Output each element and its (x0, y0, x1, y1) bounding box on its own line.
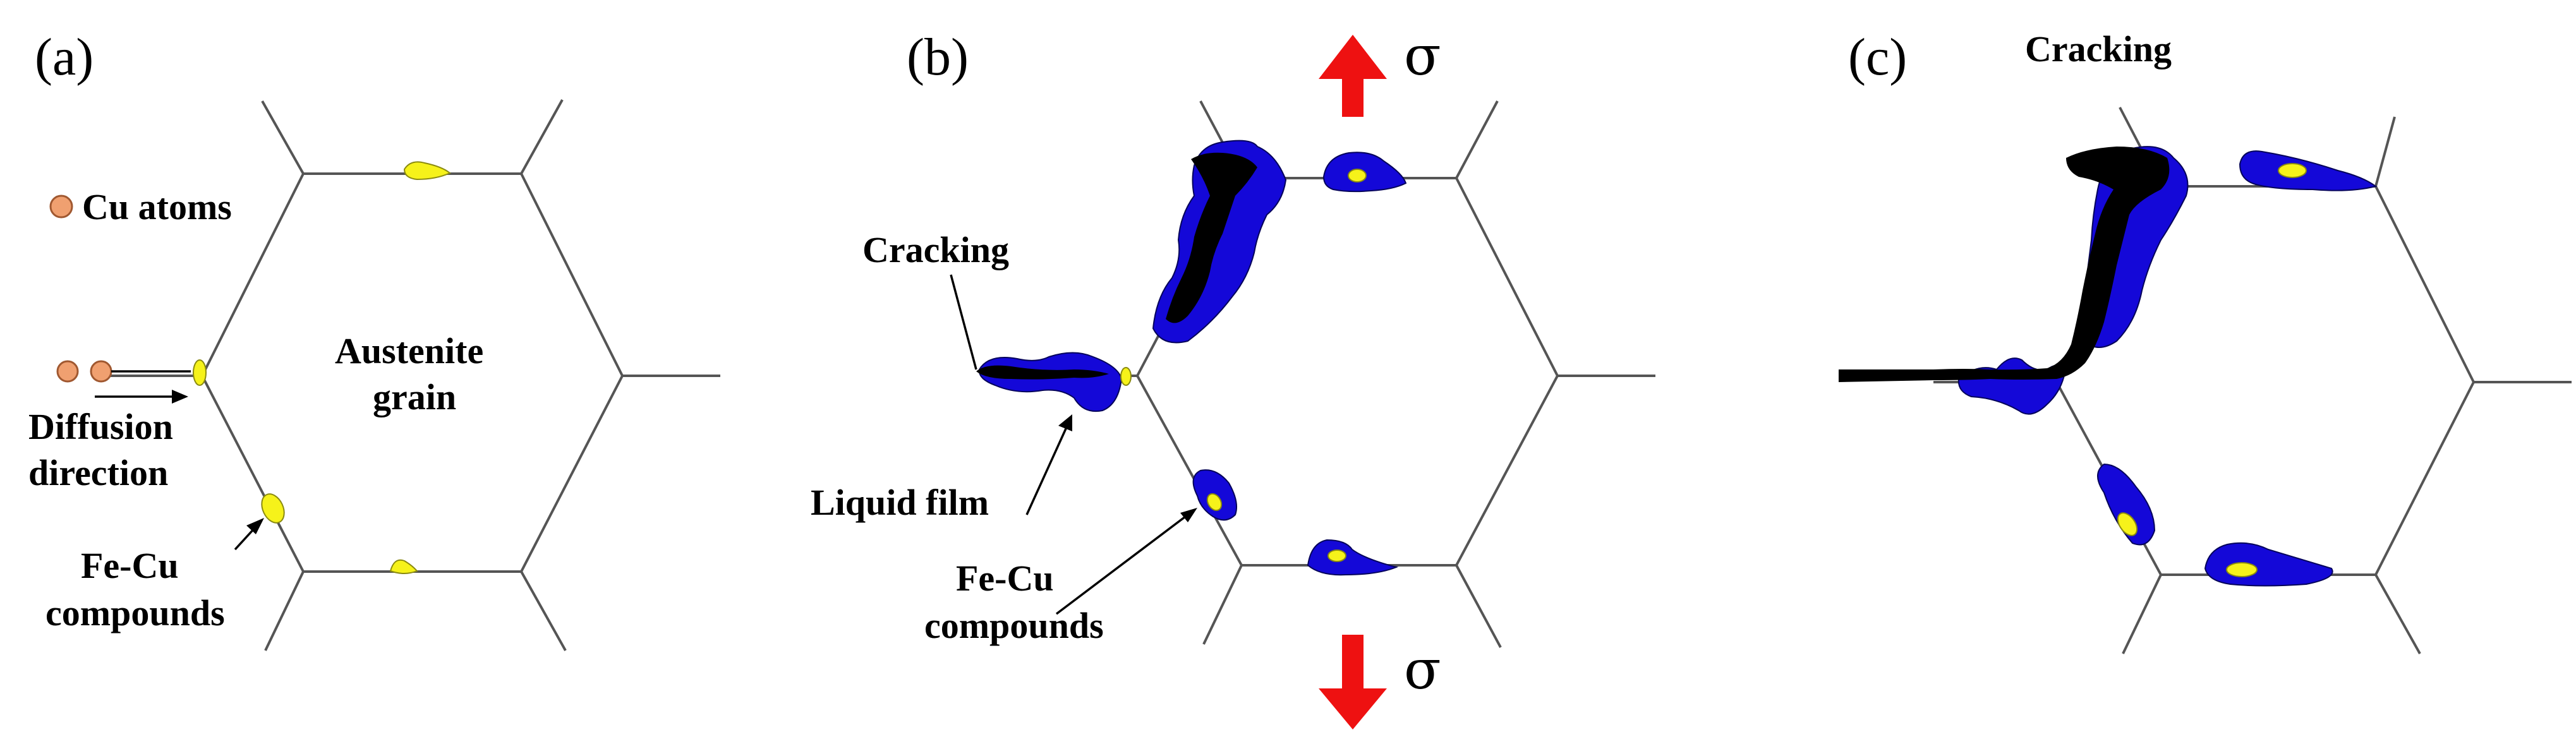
fe-cu-compound (1327, 549, 1346, 562)
panel-b-stress-arrows: σ σ (1319, 25, 1441, 729)
liquid-film-left (1957, 357, 2066, 415)
compounds-leader-head (246, 518, 264, 534)
panel-a-label: (a) (35, 28, 94, 87)
crack-diagonal (1166, 152, 1257, 323)
cu-atom-legend-dot (49, 195, 73, 219)
compounds-leader (1055, 513, 1189, 615)
austenite-label-line2: grain (373, 376, 456, 417)
liquid-film-top-right (2239, 150, 2378, 191)
boundary-extension (520, 571, 567, 651)
boundary-extension (1202, 565, 1243, 645)
boundary-extension (261, 100, 305, 174)
boundary-extension (2374, 116, 2396, 187)
panel-c-liquid-films (1957, 146, 2378, 587)
liquid-film-bottom (2204, 542, 2333, 587)
boundary-extension (2374, 574, 2421, 654)
compounds-label-line2: compounds (45, 592, 225, 633)
liquid-film-leader (1025, 424, 1069, 515)
panel-b-cracks (976, 152, 1257, 380)
fe-cu-compound (1120, 367, 1132, 386)
cracking-leader (950, 274, 977, 370)
boundary-extension (520, 99, 564, 174)
cu-atom (90, 360, 112, 383)
fe-cu-compound (261, 493, 285, 524)
liquid-film-bottom (1307, 539, 1399, 576)
cracking-label: Cracking (2025, 28, 2172, 69)
cu-atom (56, 360, 79, 383)
austenite-label-line1: Austenite (335, 330, 483, 371)
fe-cu-compound (2117, 512, 2138, 536)
panel-b-annotations: Cracking Liquid film Fe-Cu compounds (811, 229, 1197, 646)
panel-a-annotations: Cu atoms Austenite grain Diffusion direc… (28, 186, 483, 633)
liquid-film-lower-left (2097, 463, 2156, 546)
compounds-label-line2: compounds (924, 605, 1104, 646)
liquid-film-label: Liquid film (811, 482, 989, 523)
cu-atoms-label: Cu atoms (82, 186, 232, 227)
boundary-extension (1455, 565, 1502, 648)
liquid-film-left (978, 352, 1123, 412)
panel-a: (a) Cu atoms Austenite grain (28, 28, 720, 651)
diffusion-label-line2: direction (28, 452, 168, 493)
crack-main (1839, 147, 2170, 382)
panel-a-compounds (193, 161, 451, 574)
compounds-leader-head (1180, 508, 1197, 522)
diffusion-label-line1: Diffusion (28, 406, 173, 447)
fe-cu-compound (403, 161, 451, 181)
diffusion-arrow-head (172, 390, 188, 404)
liquid-film-leader-head (1058, 414, 1072, 431)
crack-left (976, 365, 1109, 380)
compounds-label-line1: Fe-Cu (81, 545, 179, 586)
panel-b-compounds (1120, 169, 1367, 562)
fe-cu-compound (1206, 493, 1223, 512)
boundary-extension (1455, 100, 1499, 179)
boundary-extension (2122, 574, 2162, 654)
stress-sigma-top: σ (1404, 25, 1441, 88)
panel-c-compounds (2117, 163, 2307, 577)
fe-cu-compound (2226, 562, 2258, 577)
fe-cu-compound (1348, 169, 1367, 183)
compounds-leader (234, 526, 257, 551)
fe-cu-compound (193, 359, 207, 386)
fe-cu-compound (2278, 163, 2307, 178)
boundary-extension (264, 571, 305, 651)
stress-arrow-down (1319, 635, 1387, 729)
panel-b-label: (b) (907, 28, 969, 87)
fe-cu-compound (389, 559, 418, 574)
panel-c-cracks (1839, 147, 2170, 382)
stress-sigma-bottom: σ (1404, 639, 1441, 702)
cracking-label: Cracking (862, 229, 1009, 270)
stress-arrow-up (1319, 35, 1387, 117)
panel-c: (c) Cracking (1839, 28, 2572, 654)
panel-b: (b) (811, 25, 1655, 729)
compounds-label-line1: Fe-Cu (956, 558, 1054, 599)
panel-c-label: (c) (1848, 28, 1907, 87)
